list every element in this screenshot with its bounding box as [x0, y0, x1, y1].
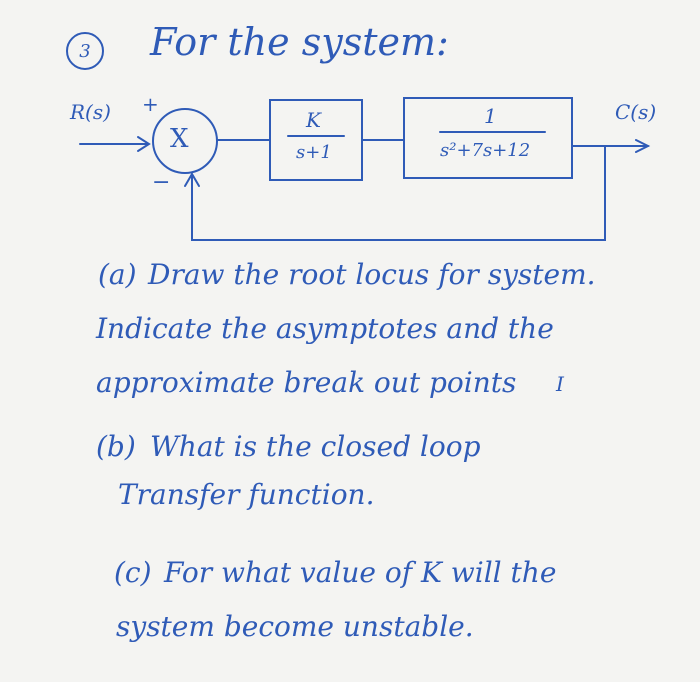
- block2-numerator: 1: [484, 104, 497, 128]
- question-b-line2: Transfer function.: [118, 478, 375, 511]
- feedback-path: [191, 145, 606, 241]
- question-c-line2: system become unstable.: [116, 610, 474, 643]
- block2-denominator: s²+7s+12: [440, 140, 531, 161]
- question-a-line1: Draw the root locus for system.: [148, 258, 596, 291]
- sum-plus-sign: +: [142, 92, 159, 116]
- question-b-line1: What is the closed loop: [150, 430, 481, 463]
- question-a-marker: (a): [98, 258, 137, 291]
- sum-minus-sign: −: [152, 170, 171, 195]
- block1-numerator: K: [306, 108, 321, 132]
- output-label: C(s): [615, 100, 657, 124]
- problem-number: 3: [66, 32, 104, 70]
- input-arrowhead: [137, 136, 151, 152]
- question-c-line1: For what value of K will the: [164, 556, 557, 589]
- question-a-line3: approximate break out points: [96, 366, 517, 399]
- problem-title: For the system:: [150, 20, 449, 64]
- question-c-marker: (c): [114, 556, 152, 589]
- feedback-arrowhead: [184, 172, 200, 187]
- question-a-tail: I: [556, 372, 564, 396]
- block-diagram: [79, 97, 651, 241]
- question-b-marker: (b): [96, 430, 136, 463]
- sum-symbol: X: [170, 124, 189, 154]
- block1-denominator: s+1: [296, 142, 332, 163]
- output-arrowhead: [635, 139, 651, 153]
- problem-number-text: 3: [79, 40, 91, 62]
- plant-block: [403, 97, 573, 179]
- input-label: R(s): [70, 100, 111, 124]
- question-a-line2: Indicate the asymptotes and the: [96, 312, 554, 345]
